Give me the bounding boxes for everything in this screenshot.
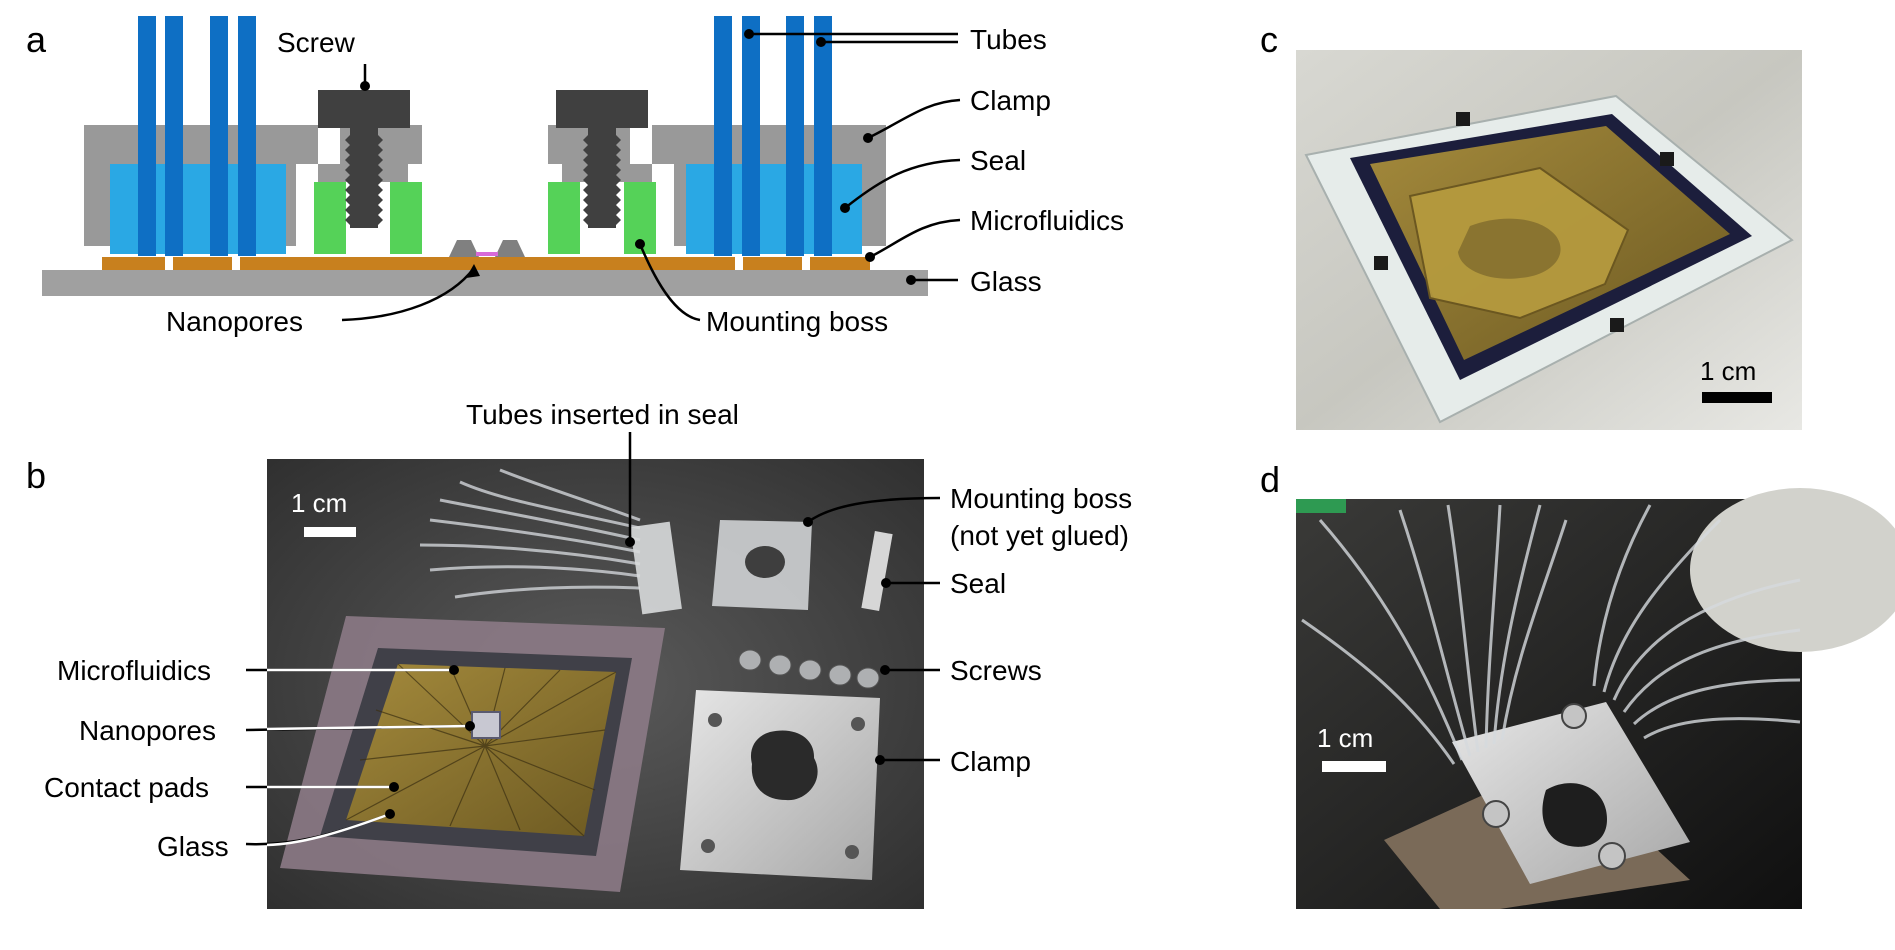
leader-lines-a [341,32,961,322]
leader-dots-a [360,29,916,285]
scale-bar-d [1322,761,1386,772]
label-contact-pads-b: Contact pads [44,772,209,803]
label-mounting-boss-b-2: (not yet glued) [950,520,1129,551]
nanopore-arrowhead [466,264,480,278]
seal-photo [861,531,893,611]
nanopore-membrane [476,252,498,256]
label-seal: Seal [970,145,1026,176]
scale-bar-c [1702,392,1772,403]
nanopore-support-right [495,240,525,257]
panel-c: c 1 cm [1260,19,1802,430]
clamp-photo [680,690,880,880]
screws-photo [738,649,880,689]
label-nanopores: Nanopores [166,306,303,337]
label-glass-b: Glass [157,831,229,862]
panel-letter-c: c [1260,19,1278,60]
screws-d [1482,703,1626,870]
tubes-right [714,16,832,256]
scale-bar-label-b: 1 cm [291,488,347,518]
glass-layer [42,270,928,296]
scale-bar-label-d: 1 cm [1317,723,1373,753]
panel-b: b [26,399,1132,909]
label-tubes-inserted: Tubes inserted in seal [466,399,739,430]
scale-bar-label-c: 1 cm [1700,356,1756,386]
mounting-boss-photo [712,520,812,610]
tubes-left [138,16,256,256]
panel-d: d 1 cm [1260,459,1895,909]
label-glass: Glass [970,266,1042,297]
label-nanopores-b: Nanopores [79,715,216,746]
label-screws-b: Screws [950,655,1042,686]
tubes-seal-photo [419,468,641,599]
seal-right [686,164,862,254]
chip-photo [280,616,665,892]
scale-bar-b [304,527,356,537]
platter-d [1690,488,1895,652]
tubes-d [1301,504,1801,765]
panel-letter-a: a [26,19,47,60]
microfluidics-layer [102,257,870,270]
label-tubes: Tubes [970,24,1047,55]
nanopore-support-left [449,240,479,257]
label-screw: Screw [277,27,356,58]
panel-letter-d: d [1260,459,1280,500]
label-clamp-b: Clamp [950,746,1031,777]
label-clamp: Clamp [970,85,1051,116]
label-mounting-boss: Mounting boss [706,306,888,337]
seal-left [110,164,286,254]
panel-a: a [26,16,1124,337]
leader-lines-b-white [266,668,471,847]
label-microfluidics-b: Microfluidics [57,655,211,686]
label-mounting-boss-b-1: Mounting boss [950,483,1132,514]
label-microfluidics: Microfluidics [970,205,1124,236]
screw-left [318,90,410,228]
panel-letter-b: b [26,455,46,496]
access-hole-d [1542,783,1608,847]
screw-right [556,90,648,228]
label-seal-b: Seal [950,568,1006,599]
leader-dots-b [385,517,891,819]
